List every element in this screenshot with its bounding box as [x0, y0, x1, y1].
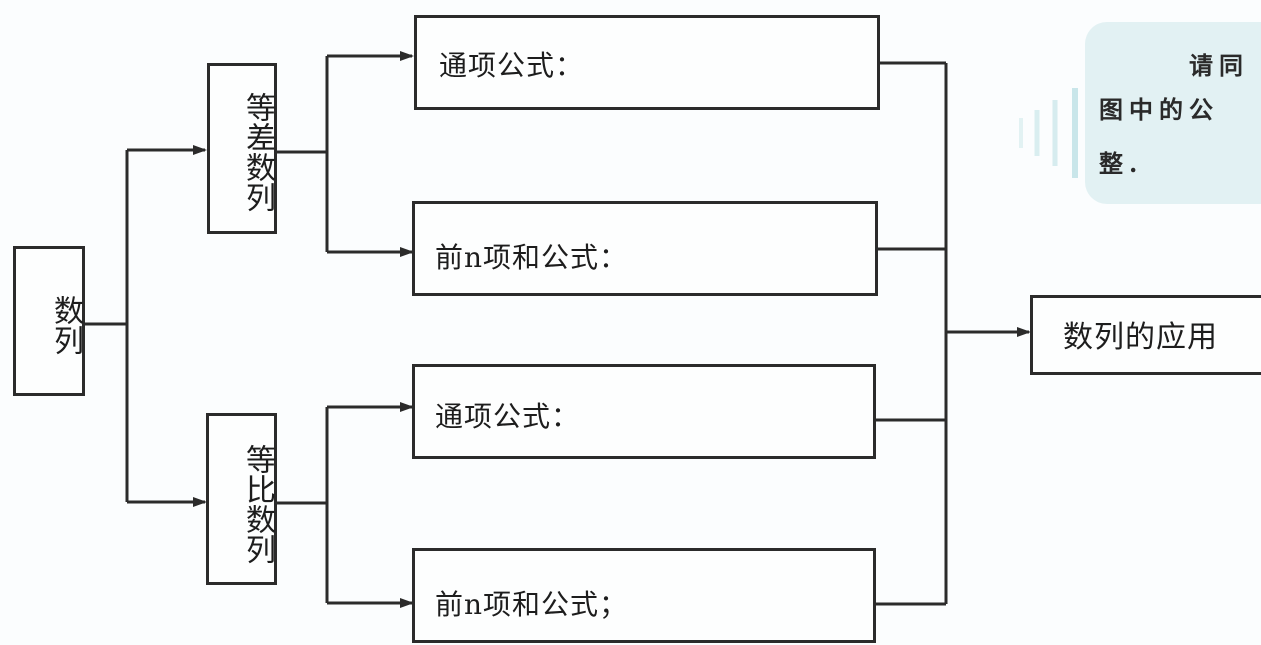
node-arithmetic-sum: 前n项和公式： [412, 201, 878, 296]
callout-line-3: 整. [1099, 149, 1144, 178]
geometric-general-term-label: 通项公式： [435, 400, 581, 433]
node-geometric-general-term: 通项公式： [412, 364, 876, 459]
callout-line-2: 图中的公 [1099, 95, 1219, 124]
node-sequence-application: 数列的应用 [1030, 295, 1261, 375]
node-arithmetic-sequence: 等差数列 [207, 63, 277, 234]
callout-decoration-icon [1019, 88, 1078, 178]
node-arithmetic-general-term: 通项公式： [414, 15, 880, 110]
node-geometric-label: 等比数列 [240, 444, 275, 564]
arithmetic-general-term-label: 通项公式： [439, 49, 585, 82]
callout-line-1: 请同 [1189, 51, 1249, 80]
node-arithmetic-label: 等差数列 [240, 92, 275, 212]
node-sequence: 数列 [13, 246, 85, 396]
arithmetic-sum-label: 前n项和公式： [435, 241, 629, 274]
node-sequence-label: 数列 [48, 295, 83, 355]
sequence-application-label: 数列的应用 [1063, 320, 1218, 355]
geometric-sum-label: 前n项和公式； [435, 588, 629, 621]
node-geometric-sum: 前n项和公式； [412, 548, 876, 643]
note-callout: 请同 图中的公 整. [1085, 22, 1261, 204]
node-geometric-sequence: 等比数列 [206, 413, 277, 585]
